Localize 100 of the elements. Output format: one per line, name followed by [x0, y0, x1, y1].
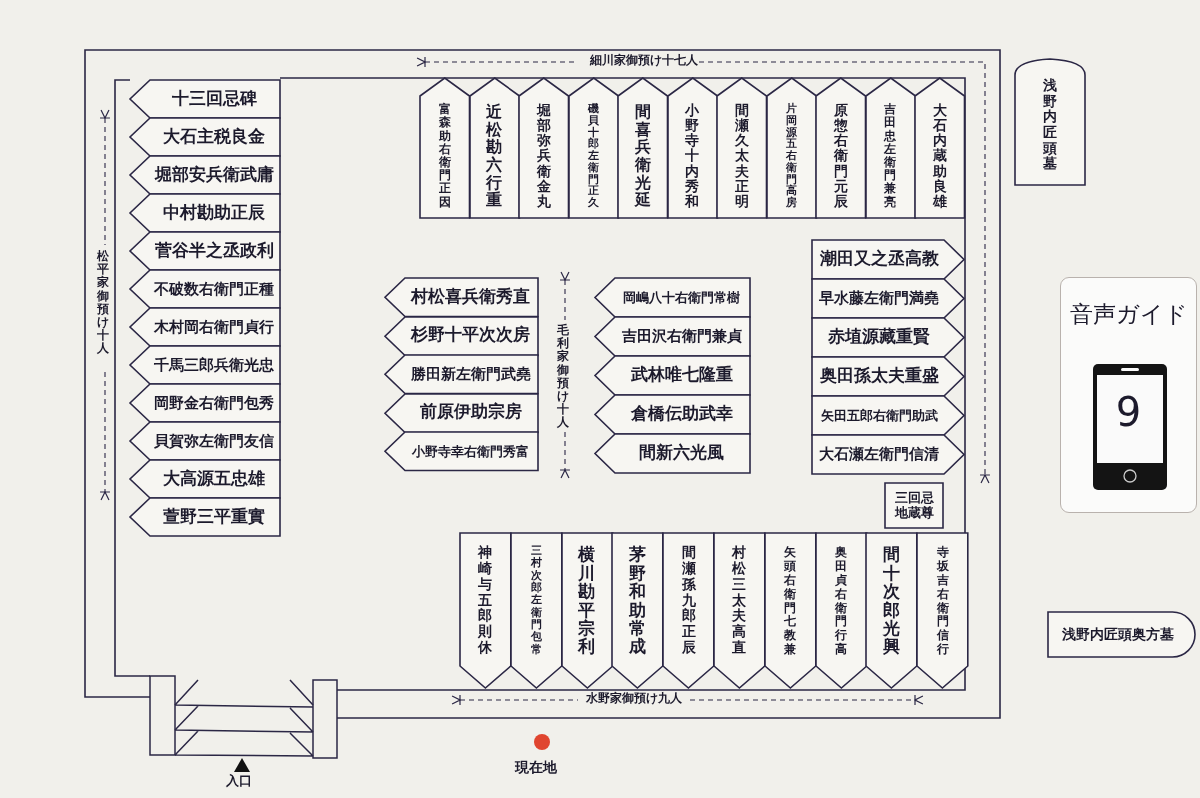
name-text: 岡野金右衛門包秀 — [154, 394, 274, 412]
grave-marker — [915, 78, 965, 218]
guide-number: 9 — [1115, 392, 1142, 432]
grave-marker — [812, 240, 964, 279]
grave-marker — [469, 78, 519, 218]
name-text: 間新六光風 — [639, 444, 724, 463]
grave-marker — [766, 78, 816, 218]
grave-marker — [667, 78, 717, 218]
name-text: 貝賀弥左衛門友信 — [154, 432, 274, 450]
grave-marker — [815, 533, 867, 688]
name-text: 茅野和助常成 — [629, 545, 647, 656]
name-text: 前原伊助宗房 — [419, 403, 522, 423]
name-text: 赤埴源藏重賢 — [828, 328, 930, 347]
grave-marker — [130, 118, 280, 156]
name-text: 浅野内匠頭奥方墓 — [1061, 626, 1174, 643]
grave-marker — [917, 533, 968, 688]
name-text: 吉田沢右衛門兼貞 — [621, 327, 742, 346]
name-text: 大石瀬左衛門信清 — [819, 446, 939, 463]
name-text: 大高源五忠雄 — [163, 469, 265, 489]
grave-marker — [130, 80, 280, 118]
name-text: 大石主税良金 — [163, 127, 265, 147]
name-text: 富森助右衛門正因 — [438, 103, 451, 209]
grave-marker — [130, 346, 280, 384]
name-text: 近松勘六行重 — [485, 103, 503, 209]
name-text: 杉野十平次次房 — [411, 326, 530, 346]
name-text: 村松喜兵衛秀直 — [411, 287, 530, 307]
name-text: 寺坂吉右衛門信行 — [936, 545, 950, 656]
grave-marker — [612, 533, 664, 688]
grave-marker — [510, 533, 562, 688]
name-text: 勝田新左衛門武堯 — [410, 365, 531, 383]
name-text: 十三回忌碑 — [171, 89, 257, 109]
name-text: 不破数右衛門正種 — [154, 280, 274, 298]
grave-marker — [812, 318, 964, 357]
name-text: 堀部安兵衛武庸 — [154, 165, 274, 185]
grave-marker — [130, 422, 280, 460]
grave-marker — [130, 460, 280, 498]
grave-marker — [385, 355, 538, 394]
group-label: 毛利家御預け十人 — [557, 324, 570, 430]
grave-marker — [812, 279, 964, 318]
grave-marker — [595, 317, 750, 356]
name-text: 矢田五郎右衛門助武 — [820, 407, 938, 424]
name-text: 小野寺幸右衛門秀富 — [412, 443, 529, 459]
name-text: 倉橋伝助武幸 — [630, 405, 733, 424]
name-text: 小野寺十内秀和 — [685, 103, 700, 209]
name-text: 間瀬久太夫正明 — [734, 103, 749, 209]
name-text: 岡嶋八十右衛門常樹 — [623, 289, 740, 306]
grave-marker — [812, 396, 964, 435]
grave-marker — [866, 533, 918, 688]
grave-marker — [420, 78, 470, 218]
grave-marker — [717, 78, 767, 218]
name-text: 萱野三平重實 — [163, 507, 265, 527]
name-text: 奥田貞右衛門行高 — [834, 545, 848, 656]
grave-marker — [130, 232, 280, 270]
grave-marker — [595, 434, 750, 473]
name-text: 磯貝十郎左衛門正久 — [587, 103, 599, 209]
grave-marker — [385, 432, 538, 471]
grave-marker — [130, 194, 280, 232]
name-text: 矢頭右衛門七教兼 — [783, 545, 797, 656]
name-text: 片岡源五右衛門高房 — [785, 103, 797, 209]
name-text: 三村次郎左衛門包常 — [530, 545, 542, 656]
name-text: 間十次郎光興 — [883, 545, 901, 656]
grave-marker — [595, 356, 750, 395]
grave-marker — [460, 533, 511, 688]
grave-marker — [812, 435, 964, 474]
name-text: 吉田忠左衛門兼亮 — [884, 103, 897, 209]
grave-marker — [595, 278, 750, 317]
name-text: 原惣右衛門元辰 — [833, 103, 848, 209]
name-text: 村松三太夫高直 — [731, 545, 747, 656]
grave-marker — [519, 78, 569, 218]
grave-marker — [385, 278, 538, 317]
grave-marker — [568, 78, 618, 218]
name-text: 三回忌地蔵尊 — [893, 491, 935, 520]
name-text: 浅野内匠頭墓 — [1042, 78, 1058, 172]
entrance-label: 入口 — [226, 774, 252, 789]
name-text: 中村勘助正辰 — [163, 203, 265, 223]
name-text: 間瀬孫九郎正辰 — [681, 545, 696, 656]
grave-marker — [764, 533, 816, 688]
name-text: 潮田又之丞高教 — [819, 250, 939, 269]
name-text: 横川勘平宗利 — [578, 545, 596, 656]
name-text: 早水藤左衛門満堯 — [819, 290, 939, 307]
name-text: 千馬三郎兵衛光忠 — [154, 356, 274, 374]
guide-title: 音声ガイド — [1069, 302, 1188, 328]
location-label: 現在地 — [515, 760, 557, 776]
name-text: 神崎与五郎則休 — [477, 545, 493, 656]
group-label: 細川家御預け十七人 — [590, 54, 698, 68]
grave-marker — [130, 270, 280, 308]
grave-marker — [865, 78, 915, 218]
grave-marker — [618, 78, 668, 218]
tombstone — [1015, 57, 1085, 185]
grave-marker — [130, 384, 280, 422]
grave-marker — [714, 533, 765, 688]
memorial-box — [885, 483, 943, 528]
grave-marker — [816, 78, 866, 218]
grave-marker — [812, 357, 964, 396]
name-text: 木村岡右衛門貞行 — [154, 318, 274, 336]
name-text: 大石内蔵助良雄 — [932, 103, 947, 209]
grave-marker — [385, 316, 538, 355]
grave-marker — [385, 393, 538, 432]
group-label: 水野家御預け九人 — [586, 692, 682, 706]
grave-marker — [130, 498, 280, 536]
